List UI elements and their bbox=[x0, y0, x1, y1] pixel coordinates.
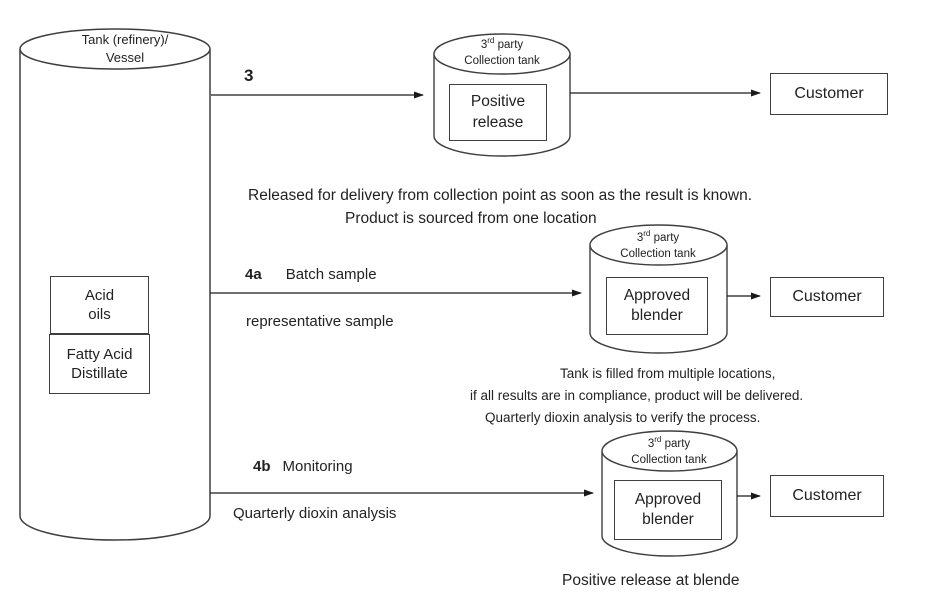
fad-line2: Distillate bbox=[71, 365, 128, 382]
footer-note: Positive release at blende bbox=[562, 572, 740, 589]
source-tank-title: Tank (refinery)/ Vessel bbox=[35, 31, 215, 66]
fatty-acid-distillate-box: Fatty Acid Distillate bbox=[49, 334, 150, 394]
note-multi-line1: Tank is filled from multiple locations, bbox=[560, 366, 776, 381]
positive-release-box: Positive release bbox=[449, 84, 547, 141]
acid-oils-line2: oils bbox=[88, 306, 111, 323]
collection-tank-2-cylinder bbox=[589, 245, 728, 354]
tank1-party-rest: party bbox=[494, 39, 524, 51]
approved-blender-4b-line2: blender bbox=[642, 511, 694, 528]
approved-blender-box-4b: Approved blender bbox=[614, 480, 722, 540]
source-tank-title-line2: Vessel bbox=[105, 49, 145, 65]
tank3-party-sup: rd bbox=[654, 435, 662, 445]
step4a-label: Batch sample bbox=[285, 266, 377, 283]
collection-tank-1-cylinder-top bbox=[433, 33, 571, 75]
collection-tank-2-label: 3rd party Collection tank bbox=[588, 230, 728, 262]
tank1-party-sup: rd bbox=[487, 36, 495, 46]
tank3-party-rest: party bbox=[661, 438, 691, 450]
tank2-party-base: 3 bbox=[636, 232, 644, 244]
acid-oils-box: Acid oils bbox=[50, 276, 149, 334]
step4a-row: 4a Batch sample bbox=[245, 266, 377, 283]
step4a-number: 4a bbox=[245, 266, 262, 283]
tank3-party-base: 3 bbox=[647, 438, 655, 450]
step4b-label: Monitoring bbox=[282, 458, 353, 475]
tank1-party-base: 3 bbox=[480, 39, 488, 51]
approved-blender-box-4a: Approved blender bbox=[606, 277, 708, 335]
tank2-party-rest: party bbox=[650, 232, 680, 244]
note-released-line2: Product is sourced from one location bbox=[345, 210, 597, 227]
approved-blender-4a-line1: Approved bbox=[623, 286, 691, 304]
positive-release-line1: Positive bbox=[470, 93, 526, 111]
customer-3-label: Customer bbox=[792, 486, 862, 504]
collection-tank-3-label: 3rd party Collection tank bbox=[599, 436, 739, 468]
customer-box-3: Customer bbox=[770, 475, 884, 517]
collection-tank-1-label: 3rd party Collection tank bbox=[432, 37, 572, 69]
collection-tank-1-cylinder bbox=[433, 54, 571, 157]
collection-tank-1-label-line1: 3rd party bbox=[432, 37, 572, 53]
customer-box-1: Customer bbox=[770, 73, 888, 115]
collection-tank-3-cylinder-top bbox=[601, 430, 738, 472]
source-tank-cylinder bbox=[19, 49, 211, 541]
customer-box-2: Customer bbox=[770, 277, 884, 317]
step4b-sub-label: Quarterly dioxin analysis bbox=[233, 505, 397, 522]
fad-line1: Fatty Acid bbox=[66, 345, 133, 363]
approved-blender-4a-line2: blender bbox=[631, 307, 683, 324]
step4b-row: 4b Monitoring bbox=[253, 458, 353, 475]
note-multi-line3: Quarterly dioxin analysis to verify the … bbox=[485, 410, 761, 425]
step3-label: 3 bbox=[244, 66, 254, 85]
step4a-sub-label: representative sample bbox=[246, 313, 394, 330]
customer-1-label: Customer bbox=[794, 84, 864, 102]
collection-tank-3-cylinder bbox=[601, 451, 738, 557]
tank2-party-sup: rd bbox=[643, 229, 651, 239]
collection-tank-3-label-line2: Collection tank bbox=[631, 454, 707, 467]
collection-tank-2-label-line2: Collection tank bbox=[620, 248, 696, 261]
note-multi-line2: if all results are in compliance, produc… bbox=[470, 388, 804, 403]
acid-oils-line1: Acid bbox=[84, 286, 115, 304]
customer-2-label: Customer bbox=[792, 287, 862, 305]
note-released-line1: Released for delivery from collection po… bbox=[248, 187, 752, 204]
source-tank-title-line1: Tank (refinery)/ bbox=[81, 32, 169, 47]
collection-tank-2-label-line1: 3rd party bbox=[588, 230, 728, 246]
collection-tank-3-label-line1: 3rd party bbox=[599, 436, 739, 452]
approved-blender-4b-line1: Approved bbox=[634, 490, 702, 508]
step4b-number: 4b bbox=[253, 458, 271, 475]
collection-tank-1-label-line2: Collection tank bbox=[464, 55, 540, 68]
collection-tank-2-cylinder-top bbox=[589, 224, 728, 266]
source-tank-cylinder-top bbox=[19, 28, 211, 70]
positive-release-line2: release bbox=[472, 113, 524, 131]
